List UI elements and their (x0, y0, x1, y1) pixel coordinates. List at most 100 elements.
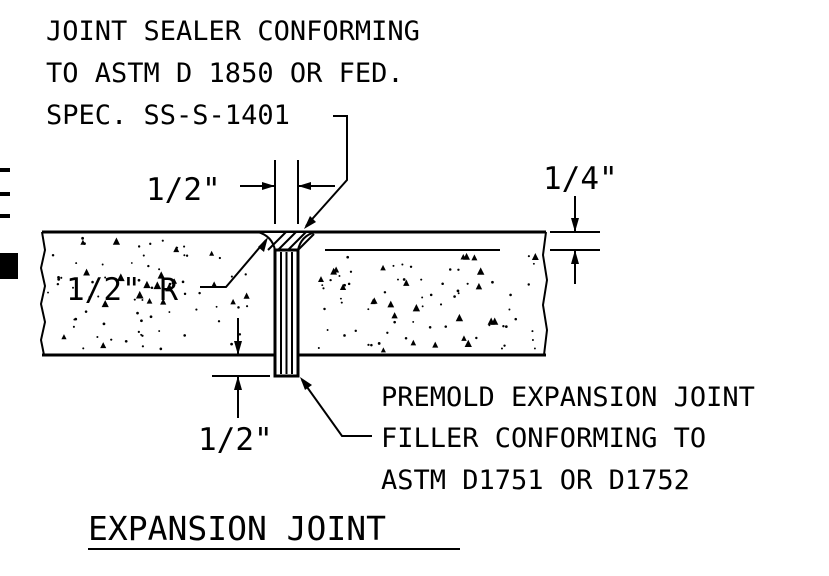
aggregate-dot (428, 326, 432, 329)
aggregate-stone (531, 253, 539, 260)
concrete-stipple (47, 236, 539, 353)
aggregate-stone (410, 339, 417, 346)
aggregate-stone (330, 267, 338, 275)
aggregate-dot (412, 320, 415, 323)
aggregate-stone (370, 298, 376, 305)
aggregate-stone (464, 339, 472, 347)
aggregate-dot (238, 333, 242, 336)
aggregate-dot (405, 280, 408, 283)
aggregate-dot (101, 263, 104, 266)
aggregate-dot (158, 268, 161, 271)
aggregate-dot (354, 329, 357, 333)
aggregate-dot (488, 324, 491, 327)
filler-note-line-3: ASTM D1751 OR D1752 (381, 465, 690, 496)
aggregate-dot (217, 320, 221, 323)
aggregate-stone (339, 283, 347, 290)
aggregate-dot (136, 311, 139, 315)
aggregate-dot (514, 317, 518, 321)
aggregate-stone (153, 281, 162, 290)
aggregate-dot (509, 293, 512, 297)
aggregate-dot (56, 282, 60, 286)
filler-note: PREMOLD EXPANSION JOINT FILLER CONFORMIN… (381, 382, 755, 496)
aggregate-dot (340, 301, 343, 304)
aggregate-dot (230, 275, 233, 278)
aggregate-dot (183, 254, 186, 257)
aggregate-dot (104, 276, 107, 279)
aggregate-dot (149, 315, 153, 319)
aggregate-dot (141, 299, 144, 301)
aggregate-dot (402, 278, 406, 281)
aggregate-stone (146, 297, 153, 304)
aggregate-stone (160, 298, 167, 305)
aggregate-dot (346, 255, 350, 259)
aggregate-dot (527, 255, 530, 258)
aggregate-dot (72, 325, 75, 328)
aggregate-stone (317, 276, 324, 283)
aggregate-stone (157, 271, 165, 279)
aggregate-stone (243, 292, 250, 299)
aggregate-dot (500, 347, 503, 350)
aggregate-stone (101, 300, 109, 308)
aggregate-dot (102, 322, 106, 326)
aggregate-dot (51, 254, 55, 257)
aggregate-stone (165, 283, 174, 292)
aggregate-stone (116, 273, 125, 282)
aggregate-dot (322, 287, 325, 290)
aggregate-stone (171, 278, 178, 284)
sealer-note: JOINT SEALER CONFORMING TO ASTM D 1850 O… (46, 16, 420, 131)
aggregate-dot (147, 264, 150, 268)
aggregate-dot (527, 283, 530, 286)
aggregate-dot (339, 297, 342, 300)
aggregate-stone (173, 246, 180, 253)
aggregate-dot (245, 305, 249, 308)
aggregate-dot (150, 286, 154, 289)
aggregate-dot (502, 325, 505, 328)
aggregate-dot (397, 278, 399, 281)
aggregate-dot (149, 242, 152, 245)
aggregate-stone (380, 347, 386, 353)
aggregate-dot (404, 336, 408, 340)
sealer-note-line-1: JOINT SEALER CONFORMING (46, 16, 420, 47)
aggregate-dot (124, 339, 128, 343)
aggregate-stone (61, 334, 67, 340)
aggregate-dot (383, 291, 387, 294)
aggregate-dot (168, 311, 171, 313)
aggregate-dot (343, 334, 346, 337)
aggregate-stone (455, 313, 464, 322)
aggregate-dot (444, 325, 448, 328)
aggregate-dot (215, 305, 218, 308)
aggregate-stone (230, 298, 236, 305)
aggregate-dot (475, 336, 478, 340)
aggregate-dot (137, 278, 141, 282)
aggregate-dot (456, 289, 460, 293)
radius-label: 1/2" R (66, 272, 178, 308)
aggregate-dot (321, 284, 324, 287)
aggregate-dot (377, 342, 381, 345)
aggregate-dot (237, 306, 240, 309)
sealer-hatch (267, 231, 315, 251)
aggregate-dot (386, 331, 389, 334)
aggregate-stone (432, 341, 439, 348)
sealer-note-line-3: SPEC. SS-S-1401 (46, 100, 290, 131)
aggregate-dot (401, 263, 404, 266)
aggregate-dot (161, 239, 164, 242)
aggregate-dot (367, 308, 370, 311)
aggregate-dot (533, 347, 536, 350)
aggregate-stone (135, 290, 144, 299)
aggregate-dot (504, 325, 508, 328)
aggregate-dot (137, 330, 140, 334)
aggregate-dot (409, 265, 413, 269)
aggregate-dot (317, 346, 320, 349)
aggregate-stone (391, 312, 398, 319)
aggregate-stone (380, 264, 386, 271)
aggregate-dot (457, 292, 460, 295)
aggregate-stone (209, 250, 215, 256)
sealer-depth-label: 1/4" (543, 161, 618, 197)
aggregate-dot (142, 254, 145, 257)
aggregate-dot (531, 338, 534, 341)
aggregate-dot (343, 283, 346, 287)
aggregate-dot (367, 343, 370, 346)
filler-note-line-1: PREMOLD EXPANSION JOINT (381, 382, 755, 413)
aggregate-stone (412, 303, 421, 312)
aggregate-dot (338, 274, 341, 277)
